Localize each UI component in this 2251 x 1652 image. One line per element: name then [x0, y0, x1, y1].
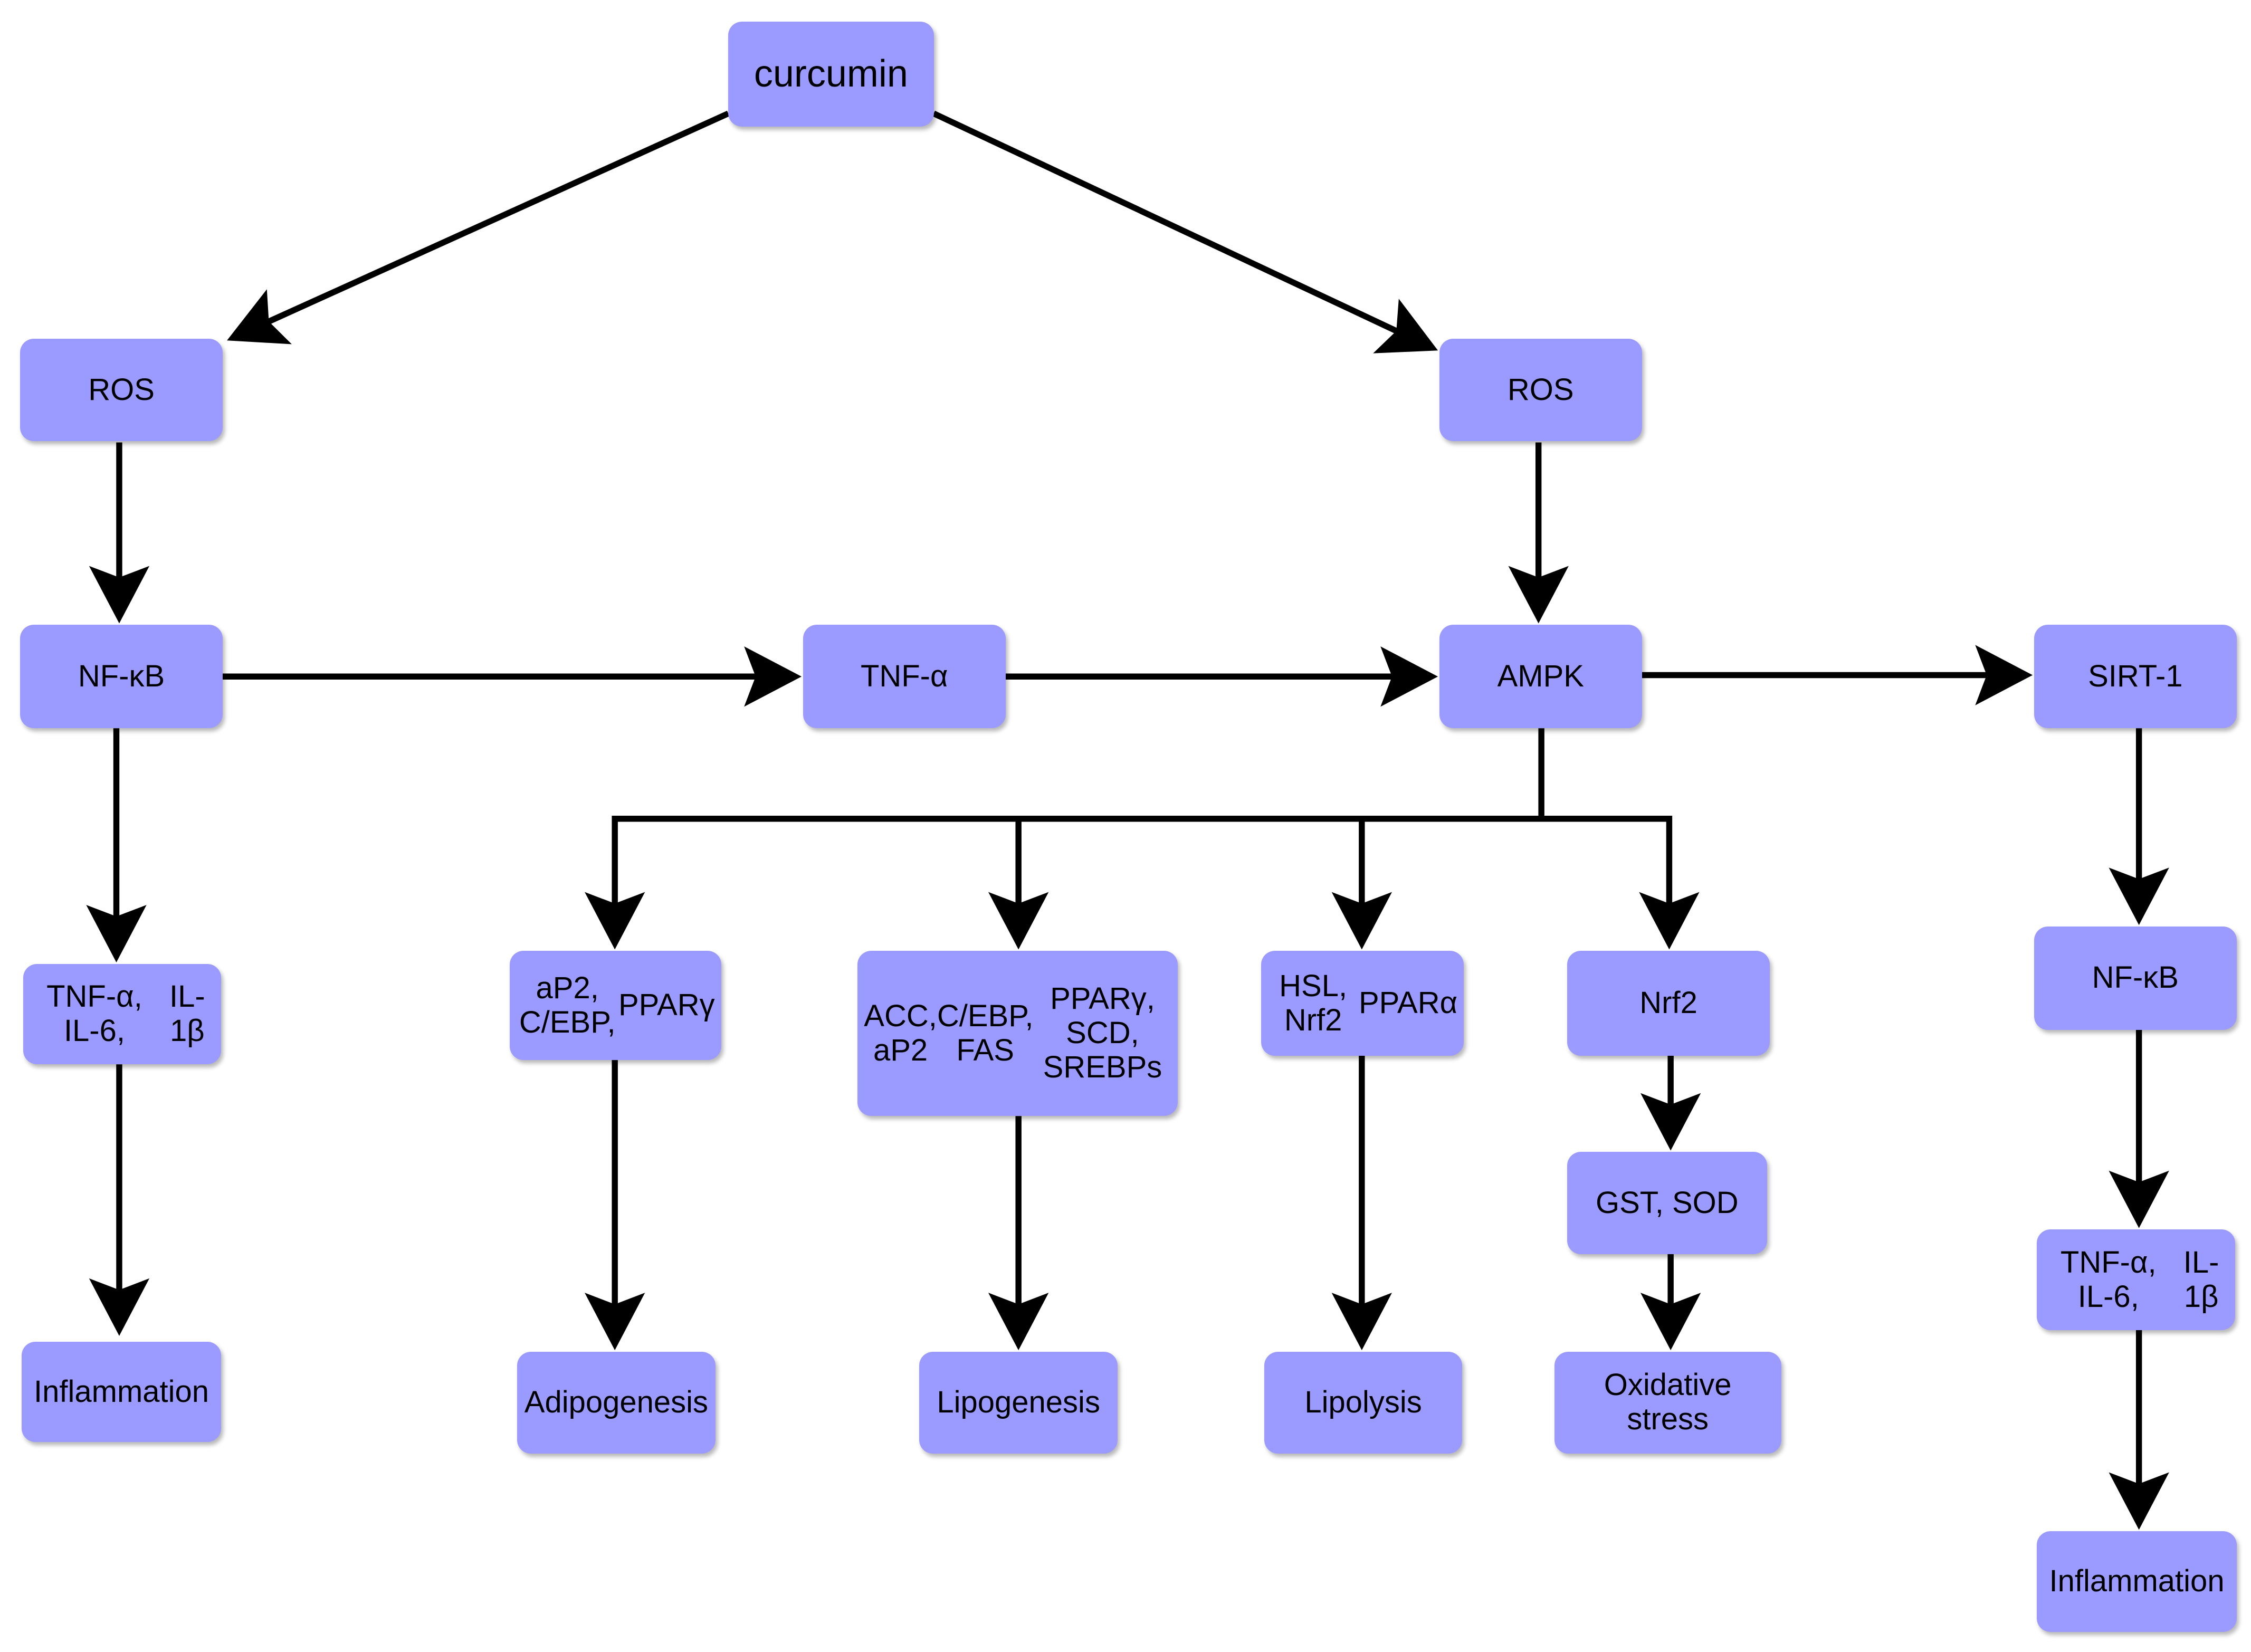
node-inflammation-left: Inflammation [21, 1341, 222, 1443]
arrowhead [1975, 645, 2033, 705]
edge-line [932, 110, 1399, 335]
edge-cytokines_left-to-inflammation_left [89, 1064, 150, 1336]
edge-curcumin-to-ros_left [227, 110, 730, 345]
node-label-line: aP2, C/EBP, [519, 970, 616, 1039]
arrowhead [585, 1293, 645, 1351]
node-label-line: Oxidative stress [1604, 1368, 1732, 1437]
node-oxidative-stress: Oxidative stress [1554, 1351, 1781, 1454]
edge-line [1541, 816, 1673, 905]
node-adipogenesis: Adipogenesis [517, 1351, 716, 1454]
node-curcumin: curcumin [728, 21, 934, 127]
node-nfkb-right: NF-κB [2034, 926, 2237, 1030]
arrowhead [1331, 1293, 1392, 1351]
arrowhead [988, 1293, 1049, 1351]
edge-lipolysis_factors-to-lipolysis [1331, 1055, 1392, 1351]
node-label-line: TNF-α, IL-6, [2060, 1245, 2157, 1314]
node-label-line: C/EBP, FAS [937, 998, 1034, 1067]
node-nfkb-left: NF-κB [20, 625, 223, 729]
edge-lipo_factors-to-lipogenesis [988, 1116, 1049, 1351]
node-label-line: ACC, aP2 [864, 998, 937, 1067]
edge-gst_sod-to-oxidative_stress [1640, 1254, 1701, 1351]
node-label-line: Lipolysis [1304, 1384, 1422, 1419]
node-gst-sod: GST, SOD [1567, 1152, 1767, 1254]
node-cytokines-right: TNF-α, IL-6, IL-1β [2037, 1229, 2236, 1330]
arrowhead [89, 566, 150, 624]
node-label-line: TNF-α [860, 658, 948, 693]
arrowhead [2109, 1472, 2169, 1530]
node-label-line: ROS [1507, 372, 1574, 407]
edge-line [1359, 816, 1542, 905]
node-label-line: HSL, Nrf2 [1279, 968, 1348, 1037]
node-label-line: Nrf2 [1639, 986, 1697, 1020]
arrowhead [89, 1278, 150, 1336]
node-label-line: Adipogenesis [524, 1384, 709, 1419]
edge-ampk-to-lipo_factors [988, 816, 1542, 950]
node-cytokines-left: TNF-α, IL-6, IL-1β [23, 963, 222, 1065]
edge-line [1015, 816, 1542, 905]
node-adipogenesis-factors: aP2, C/EBP,PPARγ [510, 951, 721, 1061]
node-ros-right: ROS [1439, 339, 1642, 441]
node-label-line: PPARγ [618, 988, 715, 1023]
node-label-line: NF-κB [78, 658, 165, 693]
node-label-line: ROS [88, 372, 155, 407]
arrowhead [1380, 646, 1438, 707]
node-lipolysis: Lipolysis [1264, 1351, 1463, 1454]
edge-ros_right-to-ampk [1508, 442, 1569, 624]
arrowhead [86, 905, 147, 963]
edge-ros_left-to-nfkb_left [89, 442, 150, 624]
edge-nfkb_right-to-cytokines_right [2109, 1029, 2169, 1228]
node-label-line: SIRT-1 [2088, 658, 2183, 693]
arrowhead [227, 289, 292, 345]
arrowhead [1640, 1293, 1701, 1351]
edge-nfkb_left-to-tnfa_mid [222, 646, 802, 707]
arrowhead [1639, 892, 1700, 950]
arrowhead [2109, 867, 2169, 925]
arrowhead [1640, 1093, 1701, 1151]
node-inflammation-right: Inflammation [2037, 1531, 2237, 1632]
edge-tnfa_mid-to-ampk [1005, 646, 1438, 707]
arrowhead [744, 646, 802, 707]
node-label-line: Inflammation [2049, 1563, 2225, 1598]
node-ampk: AMPK [1439, 625, 1642, 729]
node-sirt1: SIRT-1 [2034, 625, 2237, 729]
edge-ampk-to-nrf2 [1541, 816, 1700, 950]
edge-adipo_factors-to-adipogenesis [585, 1060, 645, 1351]
node-label-line: PPARα [1358, 986, 1458, 1020]
node-lipogenesis: Lipogenesis [919, 1351, 1118, 1454]
edge-nrf2-to-gst_sod [1640, 1055, 1701, 1151]
node-nrf2: Nrf2 [1567, 951, 1770, 1056]
arrowhead [1331, 892, 1392, 950]
arrowhead [585, 892, 645, 950]
edge-line [266, 110, 730, 325]
node-label-line: IL-1β [2183, 1245, 2219, 1314]
edge-ampk-to-adipo_factors [585, 728, 1544, 950]
node-label-line: Lipogenesis [937, 1384, 1100, 1419]
node-label-line: Inflammation [34, 1374, 209, 1409]
node-label-line: TNF-α, IL-6, [46, 979, 142, 1048]
arrowhead [1373, 299, 1438, 354]
arrowhead [1508, 566, 1569, 624]
edge-ampk-to-lipolysis_factors [1331, 816, 1542, 950]
node-label-line: IL-1β [169, 979, 205, 1048]
node-tnfa-mid: TNF-α [803, 625, 1006, 729]
edge-nfkb_left-to-cytokines_left [86, 728, 147, 963]
node-ros-left: ROS [20, 339, 223, 441]
node-label-line: AMPK [1497, 658, 1584, 693]
edge-sirt1-to-nfkb_right [2109, 728, 2169, 925]
node-lipolysis-factors: HSL, Nrf2 PPARα [1261, 951, 1464, 1056]
node-label-line: PPARγ, SCD, SREBPs [1043, 981, 1162, 1085]
arrowhead [2109, 1170, 2169, 1228]
edge-cytokines_right-to-inflammation_right [2109, 1330, 2169, 1530]
node-label-line: GST, SOD [1595, 1185, 1739, 1220]
edge-ampk-to-sirt1 [1642, 645, 2033, 705]
arrowhead [988, 892, 1049, 950]
edge-curcumin-to-ros_right [932, 110, 1438, 354]
node-label-line: NF-κB [2092, 960, 2179, 995]
node-label-line: curcumin [753, 52, 908, 95]
